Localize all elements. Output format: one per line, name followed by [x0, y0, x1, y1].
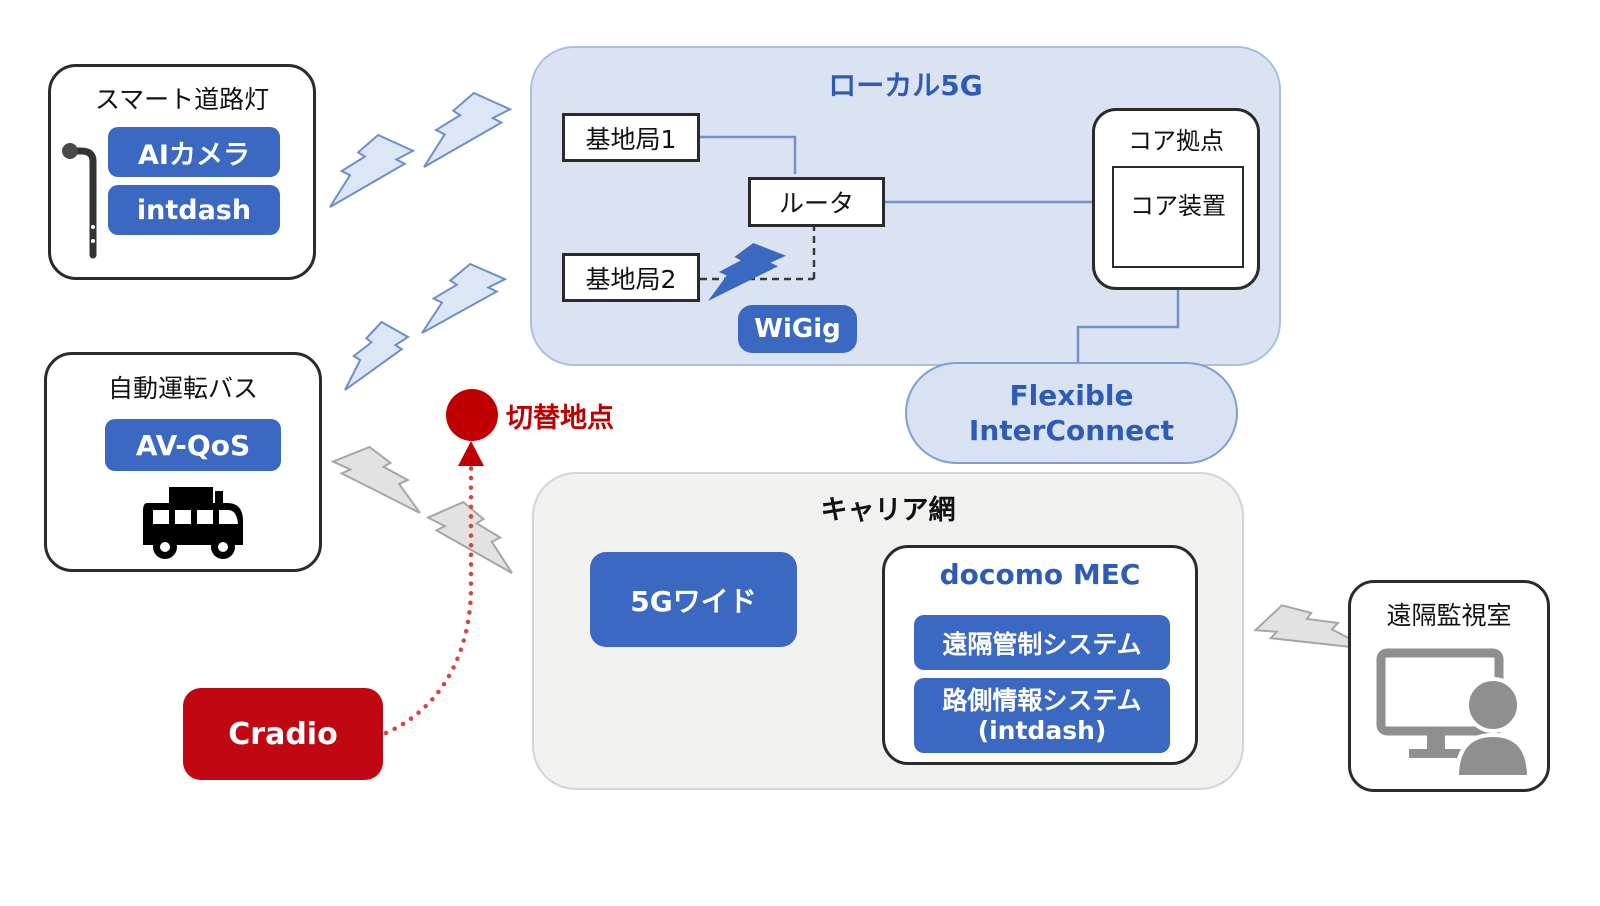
- local5g-panel-title: ローカル5G: [828, 69, 983, 102]
- remote-monitoring-room-title: 遠隔監視室: [1386, 601, 1512, 630]
- wigig-badge: WiGig: [738, 305, 857, 353]
- lightning-bolt-blue-icon: [344, 321, 409, 391]
- fic-line2: InterConnect: [968, 414, 1175, 447]
- lightning-bolt-gray-icon: [427, 501, 513, 574]
- carrier-network-title: キャリア網: [820, 495, 956, 526]
- lightning-bolt-gray-icon: [332, 446, 421, 514]
- core-device-box: コア装置: [1112, 166, 1244, 268]
- core-site-title: コア拠点: [1128, 127, 1224, 155]
- remote-control-system-badge: 遠隔管制システム: [914, 615, 1170, 670]
- cradio-handover-dotted-path: [383, 463, 474, 736]
- roadside-info-system-badge: 路側情報システム (intdash): [914, 678, 1170, 753]
- cradio-badge: Cradio: [183, 688, 383, 780]
- roadside-info-line1: 路側情報システム: [942, 685, 1142, 715]
- base-station-1-box: 基地局1: [562, 113, 700, 162]
- lightning-bolt-blue-icon: [421, 263, 506, 334]
- lightning-bolt-blue-icon: [329, 134, 414, 208]
- docomo-mec-title: docomo MEC: [939, 558, 1141, 591]
- remote-monitoring-room-box: 遠隔監視室: [1348, 580, 1550, 792]
- handover-arrowhead-icon: [458, 441, 484, 466]
- flexible-interconnect-pill: Flexible InterConnect: [905, 362, 1238, 464]
- autonomous-bus-title: 自動運転バス: [107, 374, 258, 403]
- switch-point-label: 切替地点: [506, 403, 614, 434]
- router-box: ルータ: [748, 177, 885, 227]
- fic-line1: Flexible: [1009, 379, 1134, 412]
- bus-icon: [143, 487, 243, 559]
- av-qos-badge: AV-QoS: [105, 419, 281, 471]
- intdash-badge: intdash: [108, 185, 280, 235]
- smart-streetlight-box: スマート道路灯 AIカメラ intdash: [48, 64, 316, 280]
- lightning-bolt-blue-icon: [423, 92, 511, 168]
- smart-streetlight-title: スマート道路灯: [94, 85, 270, 114]
- monitor-person-icon: [1376, 648, 1532, 778]
- ai-camera-badge: AIカメラ: [108, 127, 280, 177]
- roadside-info-line2: (intdash): [977, 715, 1107, 745]
- switch-point-marker: [446, 389, 498, 441]
- core-site-box: コア拠点 コア装置: [1092, 108, 1260, 290]
- street-light-icon: [62, 143, 97, 259]
- docomo-mec-box: docomo MEC 遠隔管制システム 路側情報システム (intdash): [882, 545, 1198, 765]
- 5g-wide-badge: 5Gワイド: [590, 552, 797, 647]
- base-station-2-box: 基地局2: [562, 253, 700, 302]
- autonomous-bus-box: 自動運転バス AV-QoS: [44, 352, 322, 572]
